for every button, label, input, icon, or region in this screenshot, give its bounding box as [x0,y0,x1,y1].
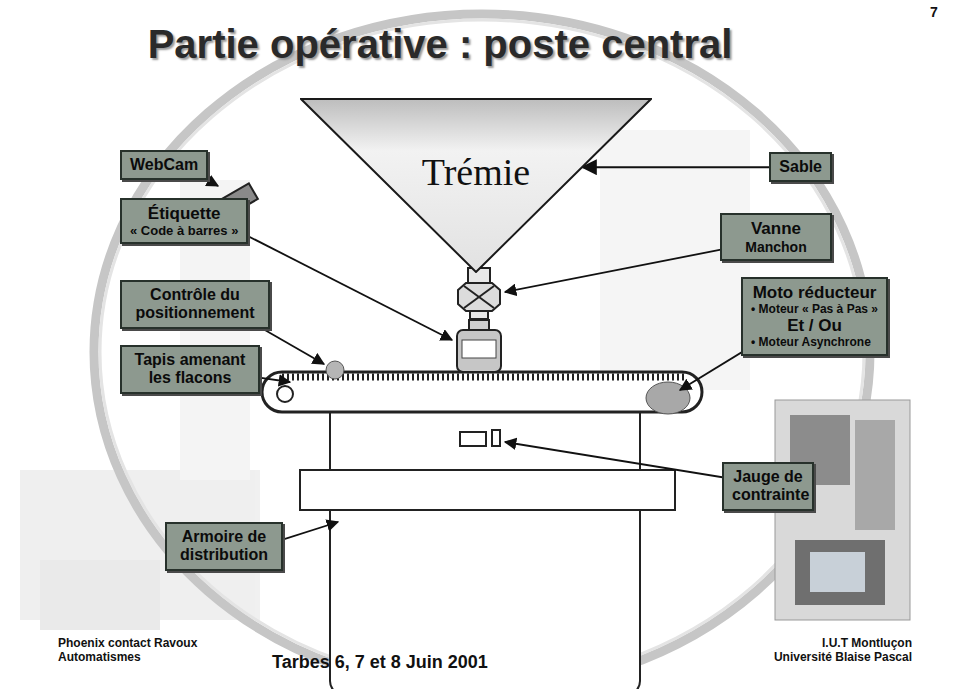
display [460,432,486,446]
hopper-label: Trémie [300,150,652,194]
callout-text: WebCam [130,156,198,174]
footer-text: Phoenix contact Ravoux Automatismes [58,636,198,664]
callout-text: Jauge de contrainte [732,468,804,505]
leader-line [240,232,452,340]
callout-text: Et / Ou [751,316,878,336]
callout-text: Tapis amenant les flacons [130,351,250,388]
background-shape [40,560,160,630]
footer-text: I.U.T Montluçon Université Blaise Pascal [762,636,912,664]
bottle [457,330,501,372]
callout-text: Armoire de distribution [175,528,273,565]
page-number: 7 [930,4,938,20]
valve-body [458,283,500,311]
roller [277,386,293,402]
callout-text: • Moteur Asynchrone [751,336,878,350]
callout-text: Étiquette [130,204,238,224]
conveyor-belt [262,372,702,412]
photo-shape [855,420,895,530]
hopper-funnel: Trémie [300,98,652,273]
motor [646,382,690,414]
position-sensor [326,361,344,379]
callout-box: WebCam [120,150,208,180]
funnel-shape [301,99,651,272]
callout-box: Sable [769,152,832,182]
bottle-label [462,340,496,358]
callout-box: Étiquette« Code à barres » [120,198,248,244]
photo-shape [795,540,885,605]
callout-text: Contrôle du positionnement [130,286,260,323]
callout-text: Sable [779,158,822,176]
callout-box: Moto réducteur• Moteur « Pas à Pas »Et /… [741,277,888,356]
base-plate [300,470,675,510]
callout-box: Contrôle du positionnement [120,280,270,329]
slide-title: Partie opérative : poste central [80,22,800,67]
connector-arrow [582,166,769,168]
bottle-neck [469,320,489,330]
footer-text: Tarbes 6, 7 et 8 Juin 2001 [272,652,488,673]
display [492,430,500,446]
valve-cross [464,286,494,308]
callout-box: Armoire de distribution [165,522,283,571]
callout-text: Moto réducteur [751,283,878,303]
callout-text: « Code à barres » [130,224,238,239]
callout-box: Tapis amenant les flacons [120,345,260,394]
callout-box: VanneManchon [720,213,832,261]
base-body [330,412,640,470]
callout-text: Vanne [730,219,822,239]
callout-text: Manchon [730,239,822,255]
valve-cross [464,286,494,308]
callout-text: • Moteur « Pas à Pas » [751,303,878,317]
valve-outlet [470,311,488,319]
photo-shape [810,552,865,592]
callout-box: Jauge de contrainte [722,462,814,511]
